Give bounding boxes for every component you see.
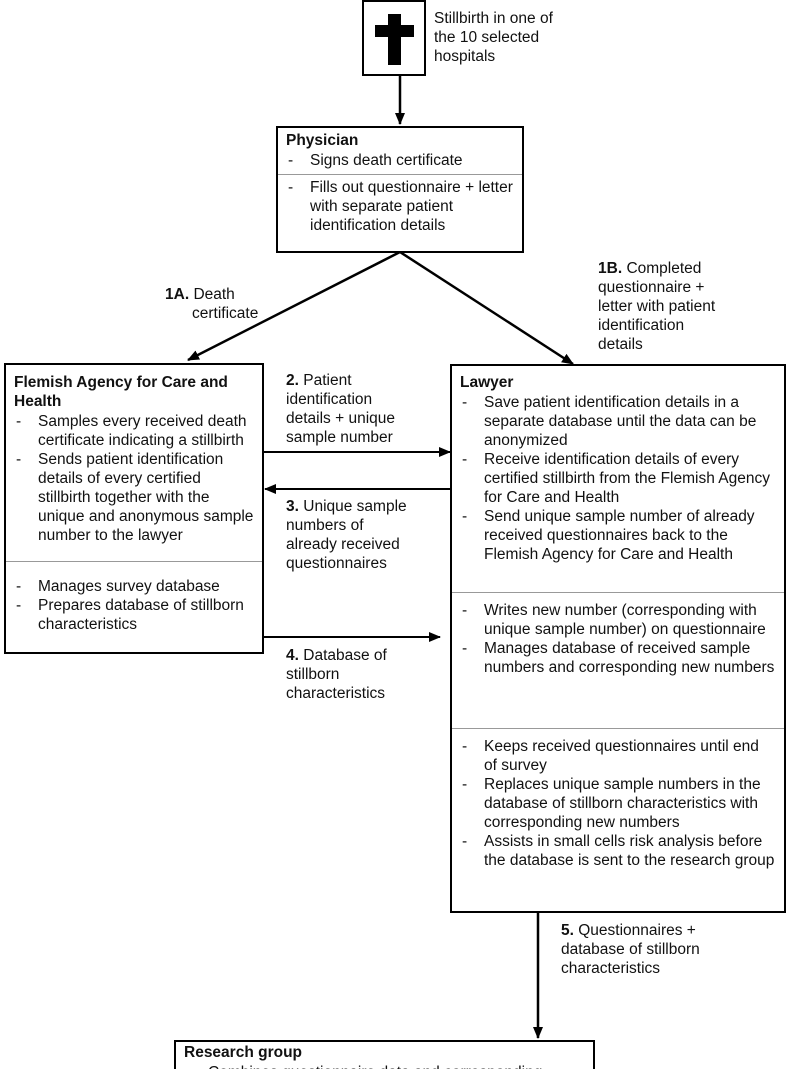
lawyer-item: Receive identification details of every … <box>460 450 776 507</box>
stillbirth-start-node <box>362 0 426 76</box>
flemish-agency-box: Flemish Agency for Care and Health Sampl… <box>4 363 264 654</box>
physician-item: Signs death certificate <box>286 151 514 170</box>
agency-item: Samples every received death certificate… <box>14 412 254 450</box>
lawyer-box: Lawyer Save patient identification detai… <box>450 364 786 913</box>
physician-item: Fills out questionnaire + letter with se… <box>286 178 514 235</box>
physician-box: Physician Signs death certificate Fills … <box>276 126 524 253</box>
research-group-item: Combines questionnaire data and correspo… <box>184 1063 585 1069</box>
lawyer-item: Send unique sample number of already rec… <box>460 507 776 564</box>
research-group-frame <box>174 1040 595 1069</box>
research-group-title: Research group <box>184 1044 303 1061</box>
agency-item: Manages survey database <box>14 577 254 596</box>
physician-title: Physician <box>286 132 359 149</box>
lawyer-item: Manages database of received sample numb… <box>460 639 776 677</box>
flow-2-label: 2. Patient identification details + uniq… <box>286 372 396 446</box>
agency-item: Prepares database of stillborn character… <box>14 596 254 634</box>
flemish-agency-title: Flemish Agency for Care and Health <box>14 374 228 410</box>
lawyer-item: Keeps received questionnaires until end … <box>460 737 776 775</box>
flow-1b-label: 1B. Completed questionnaire + letter wit… <box>598 260 716 353</box>
lawyer-item: Replaces unique sample numbers in the da… <box>460 775 776 832</box>
lawyer-item: Writes new number (corresponding with un… <box>460 601 776 639</box>
flow-4-label: 4. Database of stillborn characteristics <box>286 647 387 702</box>
flow-3-label: 3. Unique sample numbers of already rece… <box>286 498 407 572</box>
start-label: Stillbirth in one of the 10 selected hos… <box>434 10 553 65</box>
arrow-1b-physician-to-lawyer <box>399 250 574 366</box>
lawyer-item: Assists in small cells risk analysis bef… <box>460 832 776 870</box>
agency-item: Sends patient identification details of … <box>14 450 254 545</box>
lawyer-item: Save patient identification details in a… <box>460 393 776 450</box>
flow-5-label: 5. Questionnaires + database of stillbor… <box>561 922 700 977</box>
flow-1a-label: 1A. Death certificate <box>165 286 259 322</box>
arrow-1a-physician-to-agency <box>187 250 401 362</box>
lawyer-title: Lawyer <box>460 374 514 391</box>
